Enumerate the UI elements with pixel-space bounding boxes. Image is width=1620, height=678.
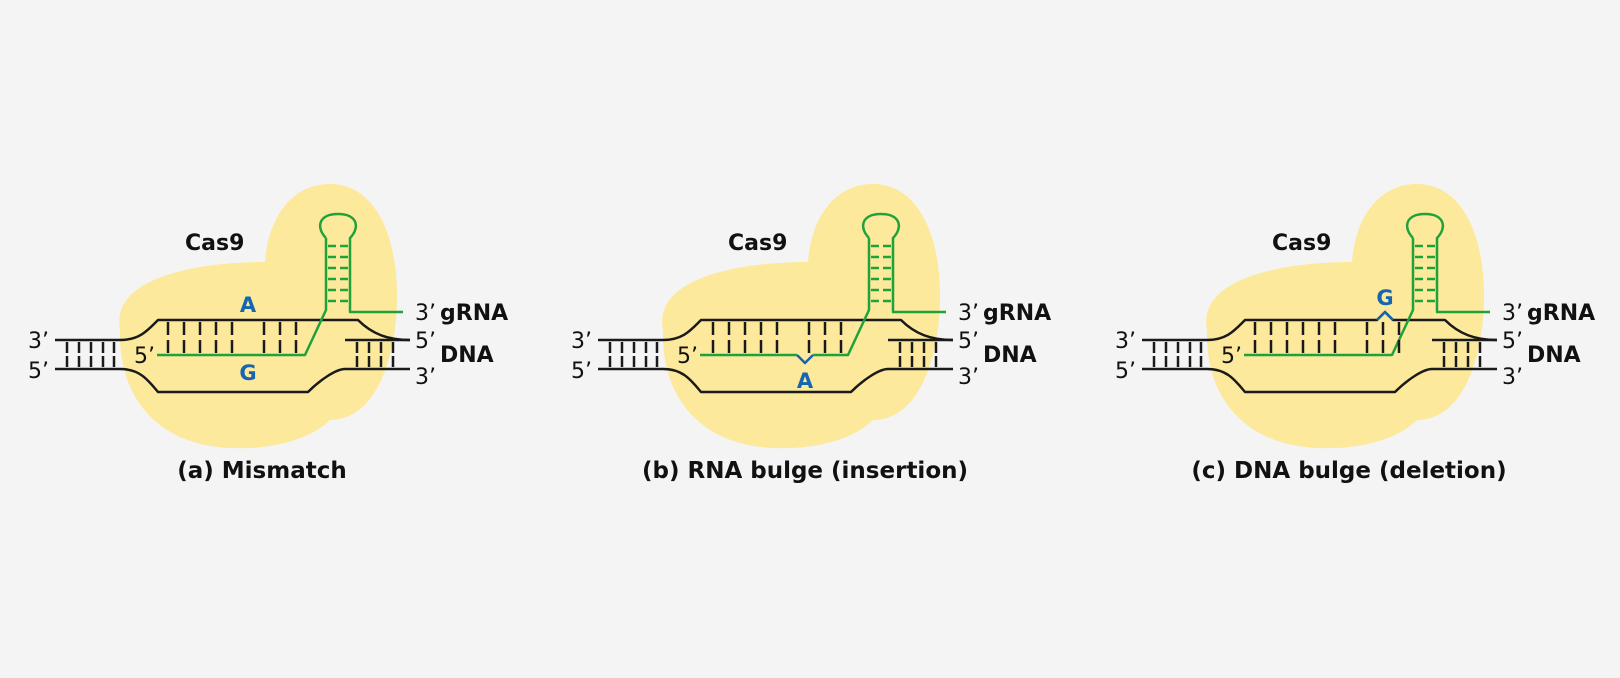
cas9-label: Cas9 xyxy=(1272,231,1331,256)
cas9-protein-shape xyxy=(1206,184,1485,449)
rna-dna-base-pairs xyxy=(711,322,843,353)
label-rna-3prime: 3’ xyxy=(1502,301,1523,326)
label-right-bottom: 3’ xyxy=(1502,365,1523,390)
cas9-protein-shape xyxy=(662,184,941,449)
bulge-base: A xyxy=(797,369,814,393)
label-right-top: 5’ xyxy=(1502,329,1523,354)
dna-bubble xyxy=(119,318,411,394)
left-dna-duplex xyxy=(55,338,120,371)
dna-bubble xyxy=(662,318,954,394)
panel-caption: (a) Mismatch xyxy=(177,458,347,484)
dna-bubble xyxy=(1206,310,1498,394)
grna-spacer-strand xyxy=(157,238,328,357)
grna-spacer-strand xyxy=(813,238,871,357)
label-left-top: 3’ xyxy=(28,329,49,354)
right-dna-duplex xyxy=(1432,338,1497,367)
grna xyxy=(157,212,403,357)
grna-hairpin xyxy=(318,212,403,314)
label-right-bottom: 3’ xyxy=(958,365,979,390)
label-left-bottom: 5’ xyxy=(28,359,49,384)
bulge-base: G xyxy=(1376,286,1393,310)
grna-hairpin xyxy=(861,212,946,314)
label-rna-3prime: 3’ xyxy=(958,301,979,326)
grna xyxy=(1244,212,1490,357)
cas9-protein-shape xyxy=(119,184,398,449)
label-rna-5prime: 5’ xyxy=(134,344,155,369)
label-left-top: 3’ xyxy=(1115,329,1136,354)
grna-hairpin xyxy=(1405,212,1490,314)
rna-dna-base-pairs xyxy=(1253,322,1401,353)
label-right-top: 5’ xyxy=(958,329,979,354)
label-rna-3prime: 3’ xyxy=(415,301,436,326)
grna-label: gRNA xyxy=(1527,301,1595,326)
rna-dna-base-pairs xyxy=(166,322,298,353)
cas9-blob xyxy=(119,184,398,449)
dna-label: DNA xyxy=(983,343,1037,368)
right-dna-duplex xyxy=(888,338,953,367)
cas9-label: Cas9 xyxy=(728,231,787,256)
right-dna-duplex xyxy=(345,338,410,367)
label-right-top: 5’ xyxy=(415,329,436,354)
label-rna-5prime: 5’ xyxy=(1221,344,1242,369)
dna-nontarget-strand xyxy=(119,367,410,394)
dna-bulge xyxy=(1376,310,1394,321)
label-left-bottom: 5’ xyxy=(571,359,592,384)
mismatch-rna-base: G xyxy=(239,361,256,385)
mismatch-dna-base: A xyxy=(240,293,257,317)
rna-bulge xyxy=(796,354,814,365)
dna-target-strand xyxy=(662,318,954,342)
left-dna-duplex xyxy=(598,338,663,371)
left-dna-duplex xyxy=(1142,338,1207,371)
cas9-label: Cas9 xyxy=(185,231,244,256)
grna xyxy=(700,212,946,365)
dna-nontarget-strand xyxy=(1206,367,1497,394)
dna-nontarget-strand xyxy=(662,367,953,394)
cas9-blob xyxy=(1206,184,1485,449)
label-left-top: 3’ xyxy=(571,329,592,354)
grna-spacer-strand xyxy=(1244,238,1415,357)
label-rna-5prime: 5’ xyxy=(677,344,698,369)
panel-caption: (c) DNA bulge (deletion) xyxy=(1191,458,1506,484)
grna-label: gRNA xyxy=(440,301,508,326)
cas9-blob xyxy=(662,184,941,449)
label-right-bottom: 3’ xyxy=(415,365,436,390)
dna-label: DNA xyxy=(1527,343,1581,368)
dna-target-strand xyxy=(119,318,411,342)
label-left-bottom: 5’ xyxy=(1115,359,1136,384)
grna-label: gRNA xyxy=(983,301,1051,326)
dna-label: DNA xyxy=(440,343,494,368)
panel-caption: (b) RNA bulge (insertion) xyxy=(642,458,968,484)
